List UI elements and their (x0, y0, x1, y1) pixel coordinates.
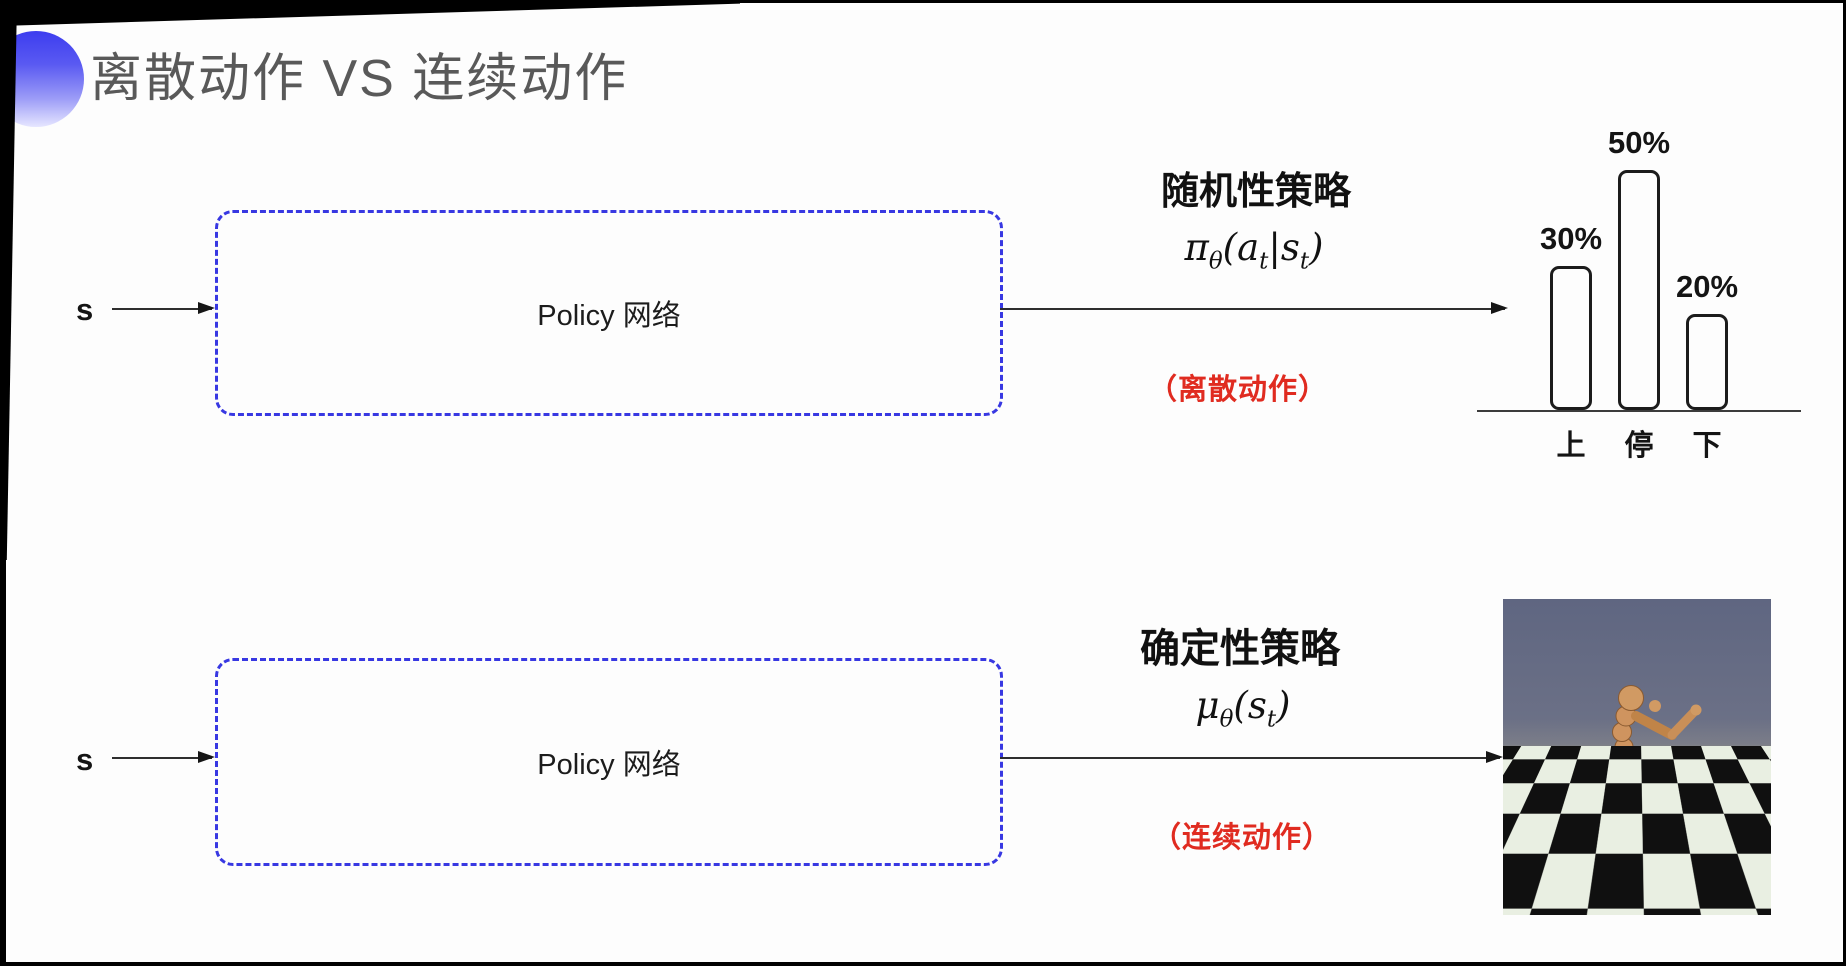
bar (1550, 266, 1592, 410)
bar-group: 50% 停 (1608, 125, 1670, 462)
action-probability-bar-chart: 30% 上 50% 停 20% 下 (1477, 108, 1801, 462)
action-note-top: （离散动作） (1147, 374, 1328, 406)
policy-type-title-top: 随机性策略 (1160, 171, 1351, 213)
policy-formula-top: πθ(at|st) (1064, 226, 1444, 274)
bar-group: 30% 上 (1540, 221, 1602, 462)
formula-subscript: t (1266, 706, 1277, 733)
humanoid-simulation-image (1503, 599, 1771, 915)
output-arrow-bottom (1000, 751, 1503, 763)
humanoid-robot-icon (1553, 685, 1702, 905)
output-arrow-top (1000, 302, 1508, 314)
page-title: 离散动作 VS 连续动作 (90, 50, 629, 108)
policy-network-label-top: Policy 网络 (537, 300, 681, 332)
formula-symbol: ) (1309, 226, 1324, 269)
policy-type-title-bottom: 确定性策略 (1140, 627, 1340, 671)
bar (1618, 170, 1660, 410)
formula-symbol: μ (1195, 684, 1220, 727)
policy-network-box-bottom: Policy 网络 (215, 658, 1003, 866)
formula-symbol: ) (1276, 684, 1291, 727)
video-frame-edge-top (0, 0, 740, 26)
formula-symbol: s (1280, 226, 1300, 269)
formula-symbol: a (1237, 226, 1260, 269)
formula-subscript: θ (1208, 248, 1223, 275)
formula-symbol: ( (1222, 226, 1238, 269)
bar-category-label: 停 (1624, 430, 1654, 462)
policy-network-box-top: Policy 网络 (215, 210, 1003, 416)
bar-category-label: 下 (1692, 430, 1722, 462)
formula-symbol: | (1268, 226, 1281, 269)
formula-symbol: s (1247, 684, 1267, 727)
formula-subscript: t (1299, 248, 1310, 275)
policy-network-label-bottom: Policy 网络 (537, 749, 681, 781)
action-note-bottom: （连续动作） (1151, 822, 1332, 854)
input-arrow-bottom (112, 751, 215, 763)
state-input-label-bottom: s (76, 742, 94, 777)
formula-symbol: ( (1233, 684, 1248, 727)
bar (1686, 314, 1728, 410)
bar-value-label: 20% (1675, 269, 1739, 304)
formula-subscript: θ (1219, 706, 1234, 733)
formula-symbol: π (1184, 226, 1209, 269)
bar-value-label: 30% (1539, 221, 1603, 256)
state-input-label-top: s (76, 292, 94, 327)
bar-value-label: 50% (1607, 125, 1671, 160)
bar-category-label: 上 (1556, 430, 1586, 462)
policy-formula-bottom: μθ(st) (1053, 684, 1433, 732)
bar-group: 20% 下 (1676, 269, 1738, 462)
input-arrow-top (112, 302, 215, 314)
blue-sphere-decoration-icon (0, 31, 84, 127)
formula-subscript: t (1259, 248, 1269, 275)
